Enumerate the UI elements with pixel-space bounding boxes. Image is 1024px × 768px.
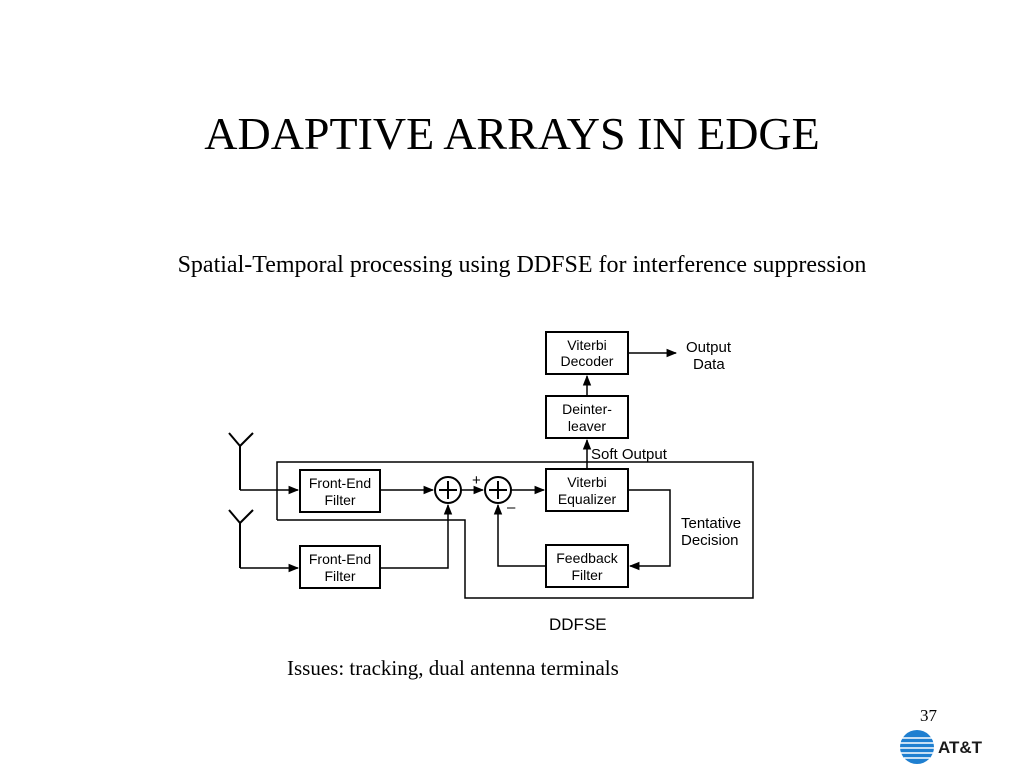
deinterleaver-block: Deinter- leaver — [545, 395, 629, 439]
viterbi-decoder-label-2: Decoder — [561, 353, 614, 369]
signal-connections — [240, 348, 678, 573]
viterbi-equalizer-block: Viterbi Equalizer — [545, 468, 629, 512]
ddfse-enclosure — [276, 461, 754, 599]
front-end-filter-1-block: Front-End Filter — [299, 469, 381, 513]
viterbi-equalizer-label-2: Equalizer — [558, 491, 617, 507]
viterbi-decoder-block: Viterbi Decoder — [545, 331, 629, 375]
tentative-decision-label-1: Tentative — [681, 515, 741, 532]
att-logo: AT&T — [900, 730, 983, 764]
slide-title: ADAPTIVE ARRAYS IN EDGE — [204, 108, 820, 159]
ddfse-label: DDFSE — [549, 615, 607, 634]
issues-text: Issues: tracking, dual antenna terminals — [287, 656, 619, 680]
deinterleaver-label-2: leaver — [568, 418, 606, 434]
summing-junction-1 — [434, 476, 462, 504]
front-end-filter-2-label-1: Front-End — [309, 551, 371, 567]
att-globe-icon — [900, 730, 934, 764]
soft-output-label: Soft Output — [591, 446, 668, 463]
antenna-1-icon — [228, 432, 254, 490]
front-end-filter-1-label-2: Filter — [324, 492, 355, 508]
att-logo-text: AT&T — [938, 738, 983, 757]
output-data-label-1: Output — [686, 339, 732, 356]
viterbi-equalizer-label-1: Viterbi — [567, 474, 606, 490]
output-data-label-2: Data — [693, 356, 725, 373]
tentative-decision-label-2: Decision — [681, 532, 739, 549]
page-number: 37 — [920, 706, 937, 725]
front-end-filter-1-label-1: Front-End — [309, 475, 371, 491]
viterbi-decoder-label-1: Viterbi — [567, 337, 606, 353]
deinterleaver-label-1: Deinter- — [562, 401, 612, 417]
feedback-filter-label-2: Filter — [571, 567, 602, 583]
slide-subtitle: Spatial-Temporal processing using DDFSE … — [177, 252, 867, 278]
minus-sign-label: – — [507, 499, 516, 516]
feedback-filter-label-1: Feedback — [556, 550, 618, 566]
front-end-filter-2-label-2: Filter — [324, 568, 355, 584]
front-end-filter-2-block: Front-End Filter — [299, 545, 381, 589]
plus-sign-label: + — [472, 472, 481, 489]
feedback-filter-block: Feedback Filter — [545, 544, 629, 588]
antenna-2-icon — [228, 509, 254, 568]
